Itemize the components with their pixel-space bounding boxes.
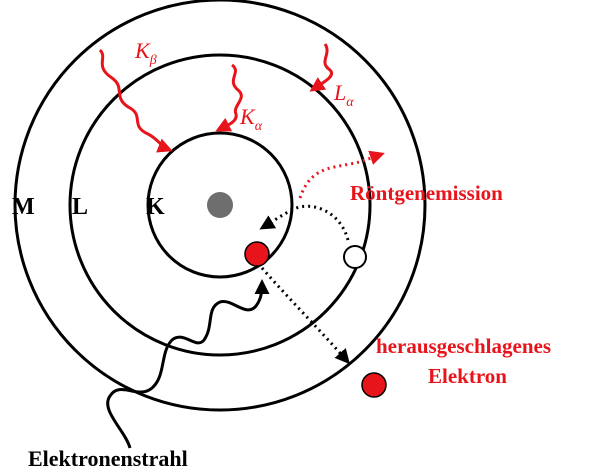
l-alpha-label: Lα: [333, 80, 354, 110]
k-alpha-transition-arrow: [218, 65, 241, 130]
electron-relaxation-arrow: [262, 206, 348, 240]
k-alpha-label: Kα: [239, 104, 263, 134]
m-shell-label: M: [12, 194, 35, 220]
electron-beam-path: [108, 282, 262, 448]
ejection-path-arrow: [262, 268, 348, 362]
electron-beam-label: Elektronenstrahl: [28, 446, 188, 471]
ejected-electron: [362, 373, 386, 397]
l-shell-vacancy-electron: [344, 246, 366, 268]
nucleus: [207, 192, 233, 218]
ejected-electron-label-line2: Elektron: [428, 364, 507, 388]
xray-emission-label: Röntgenemission: [350, 181, 503, 205]
k-beta-label: Kβ: [134, 38, 157, 68]
k-shell-electron: [245, 242, 269, 266]
k-beta-transition-arrow: [100, 50, 170, 150]
l-shell-label: L: [72, 194, 88, 220]
l-alpha-transition-arrow: [312, 44, 332, 90]
ejected-electron-label-line1: herausgeschlagenes: [376, 334, 551, 358]
k-shell-label: K: [146, 194, 165, 220]
